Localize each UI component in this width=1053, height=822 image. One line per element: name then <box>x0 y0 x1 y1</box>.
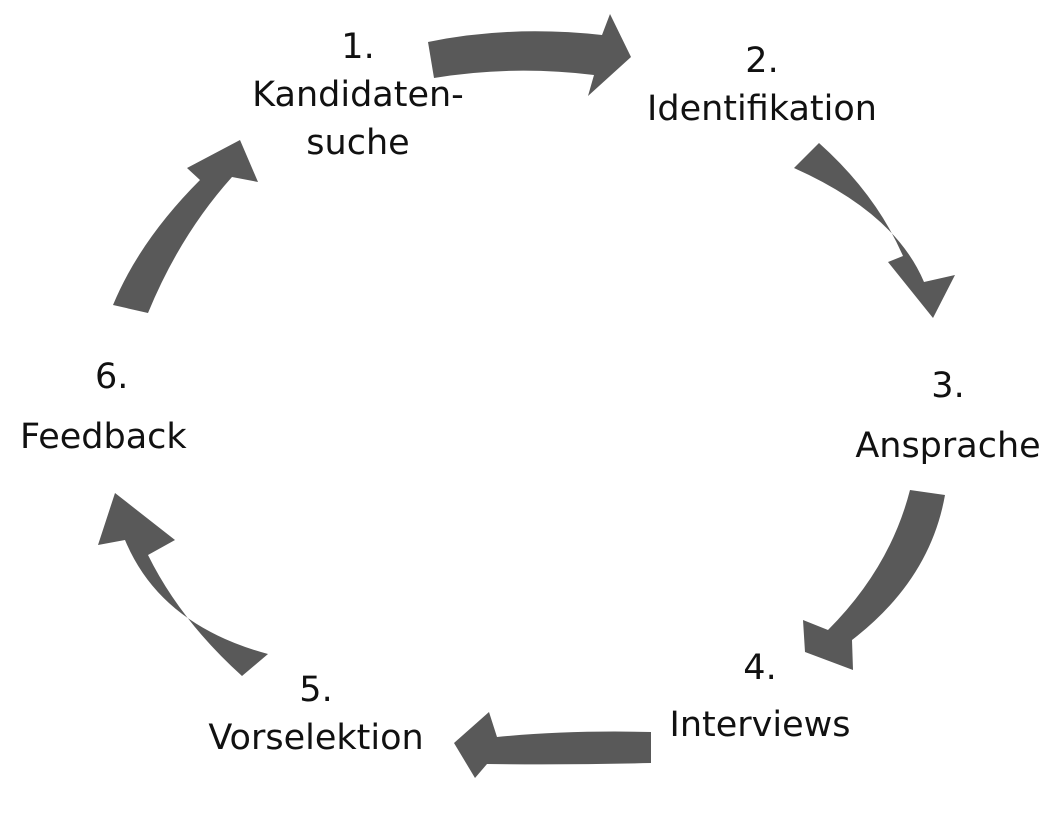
step-5-label: 5. Vorselektion <box>196 666 436 762</box>
step-2-label: 2. Identifikation <box>632 37 892 133</box>
step-2-title: Identifikation <box>647 89 877 129</box>
arrow-3-to-4 <box>803 490 945 670</box>
step-5-title: Vorselektion <box>208 718 424 758</box>
arrow-4-to-5 <box>454 712 651 778</box>
step-2-number: 2. <box>745 41 779 81</box>
step-3-title: Ansprache <box>855 426 1041 466</box>
step-1-title-line-1: Kandidaten- <box>252 75 464 115</box>
step-4-label: 4. Interviews <box>655 640 865 754</box>
step-6-title: Feedback <box>20 417 187 457</box>
arrow-2-to-3 <box>794 143 955 318</box>
step-4-title: Interviews <box>669 705 851 745</box>
step-6-label: 6. Feedback <box>20 347 210 467</box>
arrow-6-to-1 <box>113 140 258 313</box>
step-4-number: 4. <box>743 648 777 688</box>
arrow-5-to-6 <box>98 493 268 676</box>
step-1-title-line-2: suche <box>306 123 410 163</box>
step-6-number: 6. <box>95 357 129 397</box>
step-3-number: 3. <box>931 366 965 406</box>
step-5-number: 5. <box>299 670 333 710</box>
arrow-1-to-2 <box>428 14 631 96</box>
step-1-label: 1. Kandidaten- suche <box>228 23 488 167</box>
step-3-label: 3. Ansprache <box>848 356 1048 476</box>
step-1-number: 1. <box>341 27 375 67</box>
